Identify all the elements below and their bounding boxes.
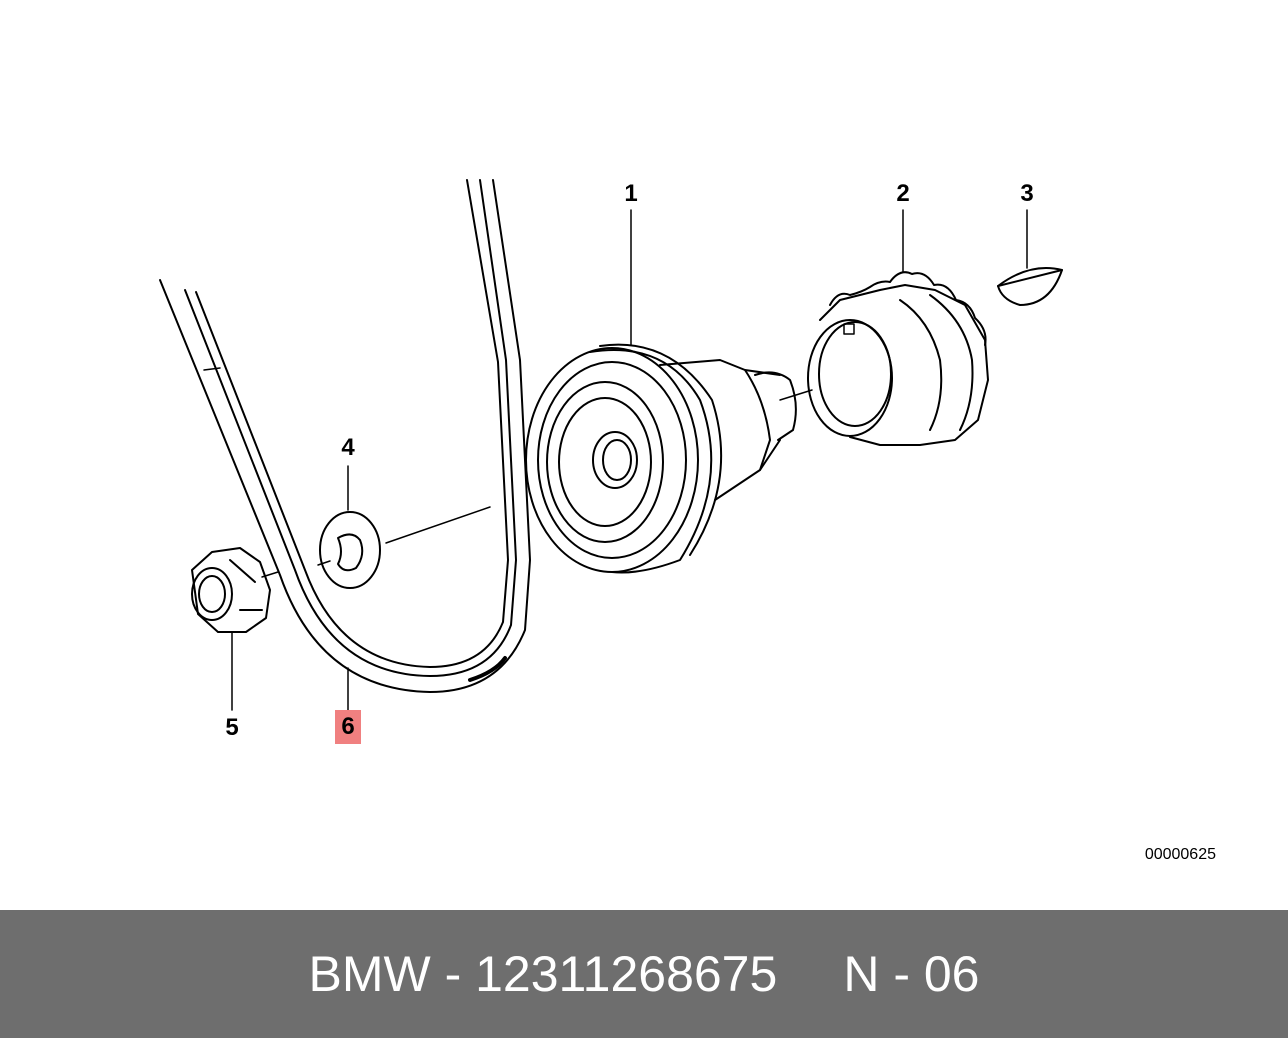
diagram-reference-number: 00000625: [1144, 846, 1216, 863]
leader-lines: [231, 209, 1028, 711]
callout-4[interactable]: 4: [341, 434, 355, 461]
callout-5[interactable]: 5: [225, 714, 239, 741]
callout-6-highlighted[interactable]: 6: [335, 710, 361, 744]
part-footer-bar: BMW - 12311268675 N - 06: [0, 910, 1288, 1038]
pulley-hub: [525, 343, 797, 574]
diagram-position-label: N - 06: [843, 946, 980, 1002]
crankshaft-sprocket: [807, 271, 989, 446]
assembly-axis-line: [261, 389, 813, 578]
hex-nut: [191, 547, 271, 633]
woodruff-key: [997, 267, 1063, 306]
exploded-parts-diagram: [159, 179, 1063, 711]
part-number-label: BMW - 12311268675: [308, 946, 778, 1002]
callout-2[interactable]: 2: [896, 180, 910, 207]
lock-washer: [319, 511, 381, 589]
drive-belt: [159, 179, 531, 693]
callout-1[interactable]: 1: [624, 180, 638, 207]
callout-3[interactable]: 3: [1020, 180, 1034, 207]
